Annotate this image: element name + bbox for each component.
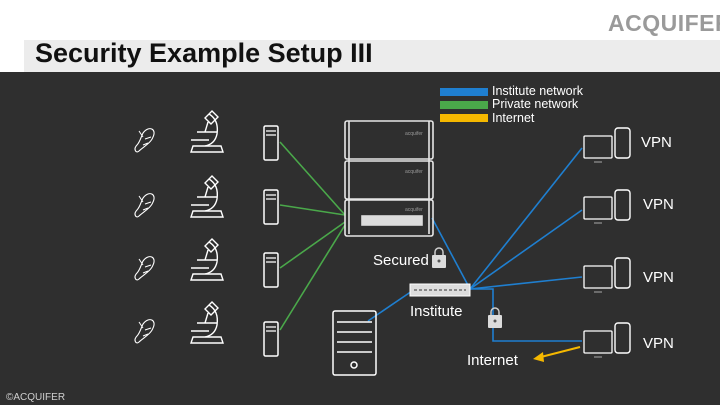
svg-text:acquifer: acquifer — [405, 207, 423, 213]
workstation-tower-icon — [263, 125, 279, 357]
legend-swatch-private — [440, 101, 488, 109]
microscope-icon — [190, 110, 224, 344]
vpn-label-2: VPN — [643, 196, 674, 213]
vpn-label-3: VPN — [643, 269, 674, 286]
secured-label: Secured — [373, 252, 429, 269]
institute-label: Institute — [410, 303, 463, 320]
vpn-label-1: VPN — [641, 134, 672, 151]
internet-label: Internet — [467, 352, 518, 369]
copyright-footer: ©ACQUIFER — [6, 392, 66, 403]
slide-title: Security Example Setup III — [35, 38, 373, 68]
internet-link — [533, 346, 581, 362]
institute-network-links — [367, 147, 583, 342]
legend-label-private: Private network — [492, 97, 579, 111]
svg-text:acquifer: acquifer — [405, 131, 423, 137]
svg-text:acquifer: acquifer — [405, 169, 423, 175]
monitor-icon — [583, 135, 613, 358]
vpn-device-icon — [614, 127, 631, 354]
legend-swatch-internet — [440, 114, 488, 122]
vpn-label-4: VPN — [643, 335, 674, 352]
header-band — [24, 40, 720, 72]
acquifer-logo: ACQUIFER — [608, 10, 720, 36]
server-icon — [332, 310, 377, 376]
cell-sample-icon — [134, 128, 155, 344]
legend-swatch-institute — [440, 88, 488, 96]
legend-label-internet: Internet — [492, 111, 535, 125]
private-network-links — [279, 141, 346, 331]
legend-label-institute: Institute network — [492, 84, 584, 98]
acquifer-rack-icon — [344, 120, 434, 237]
institute-switch-icon — [409, 283, 471, 297]
